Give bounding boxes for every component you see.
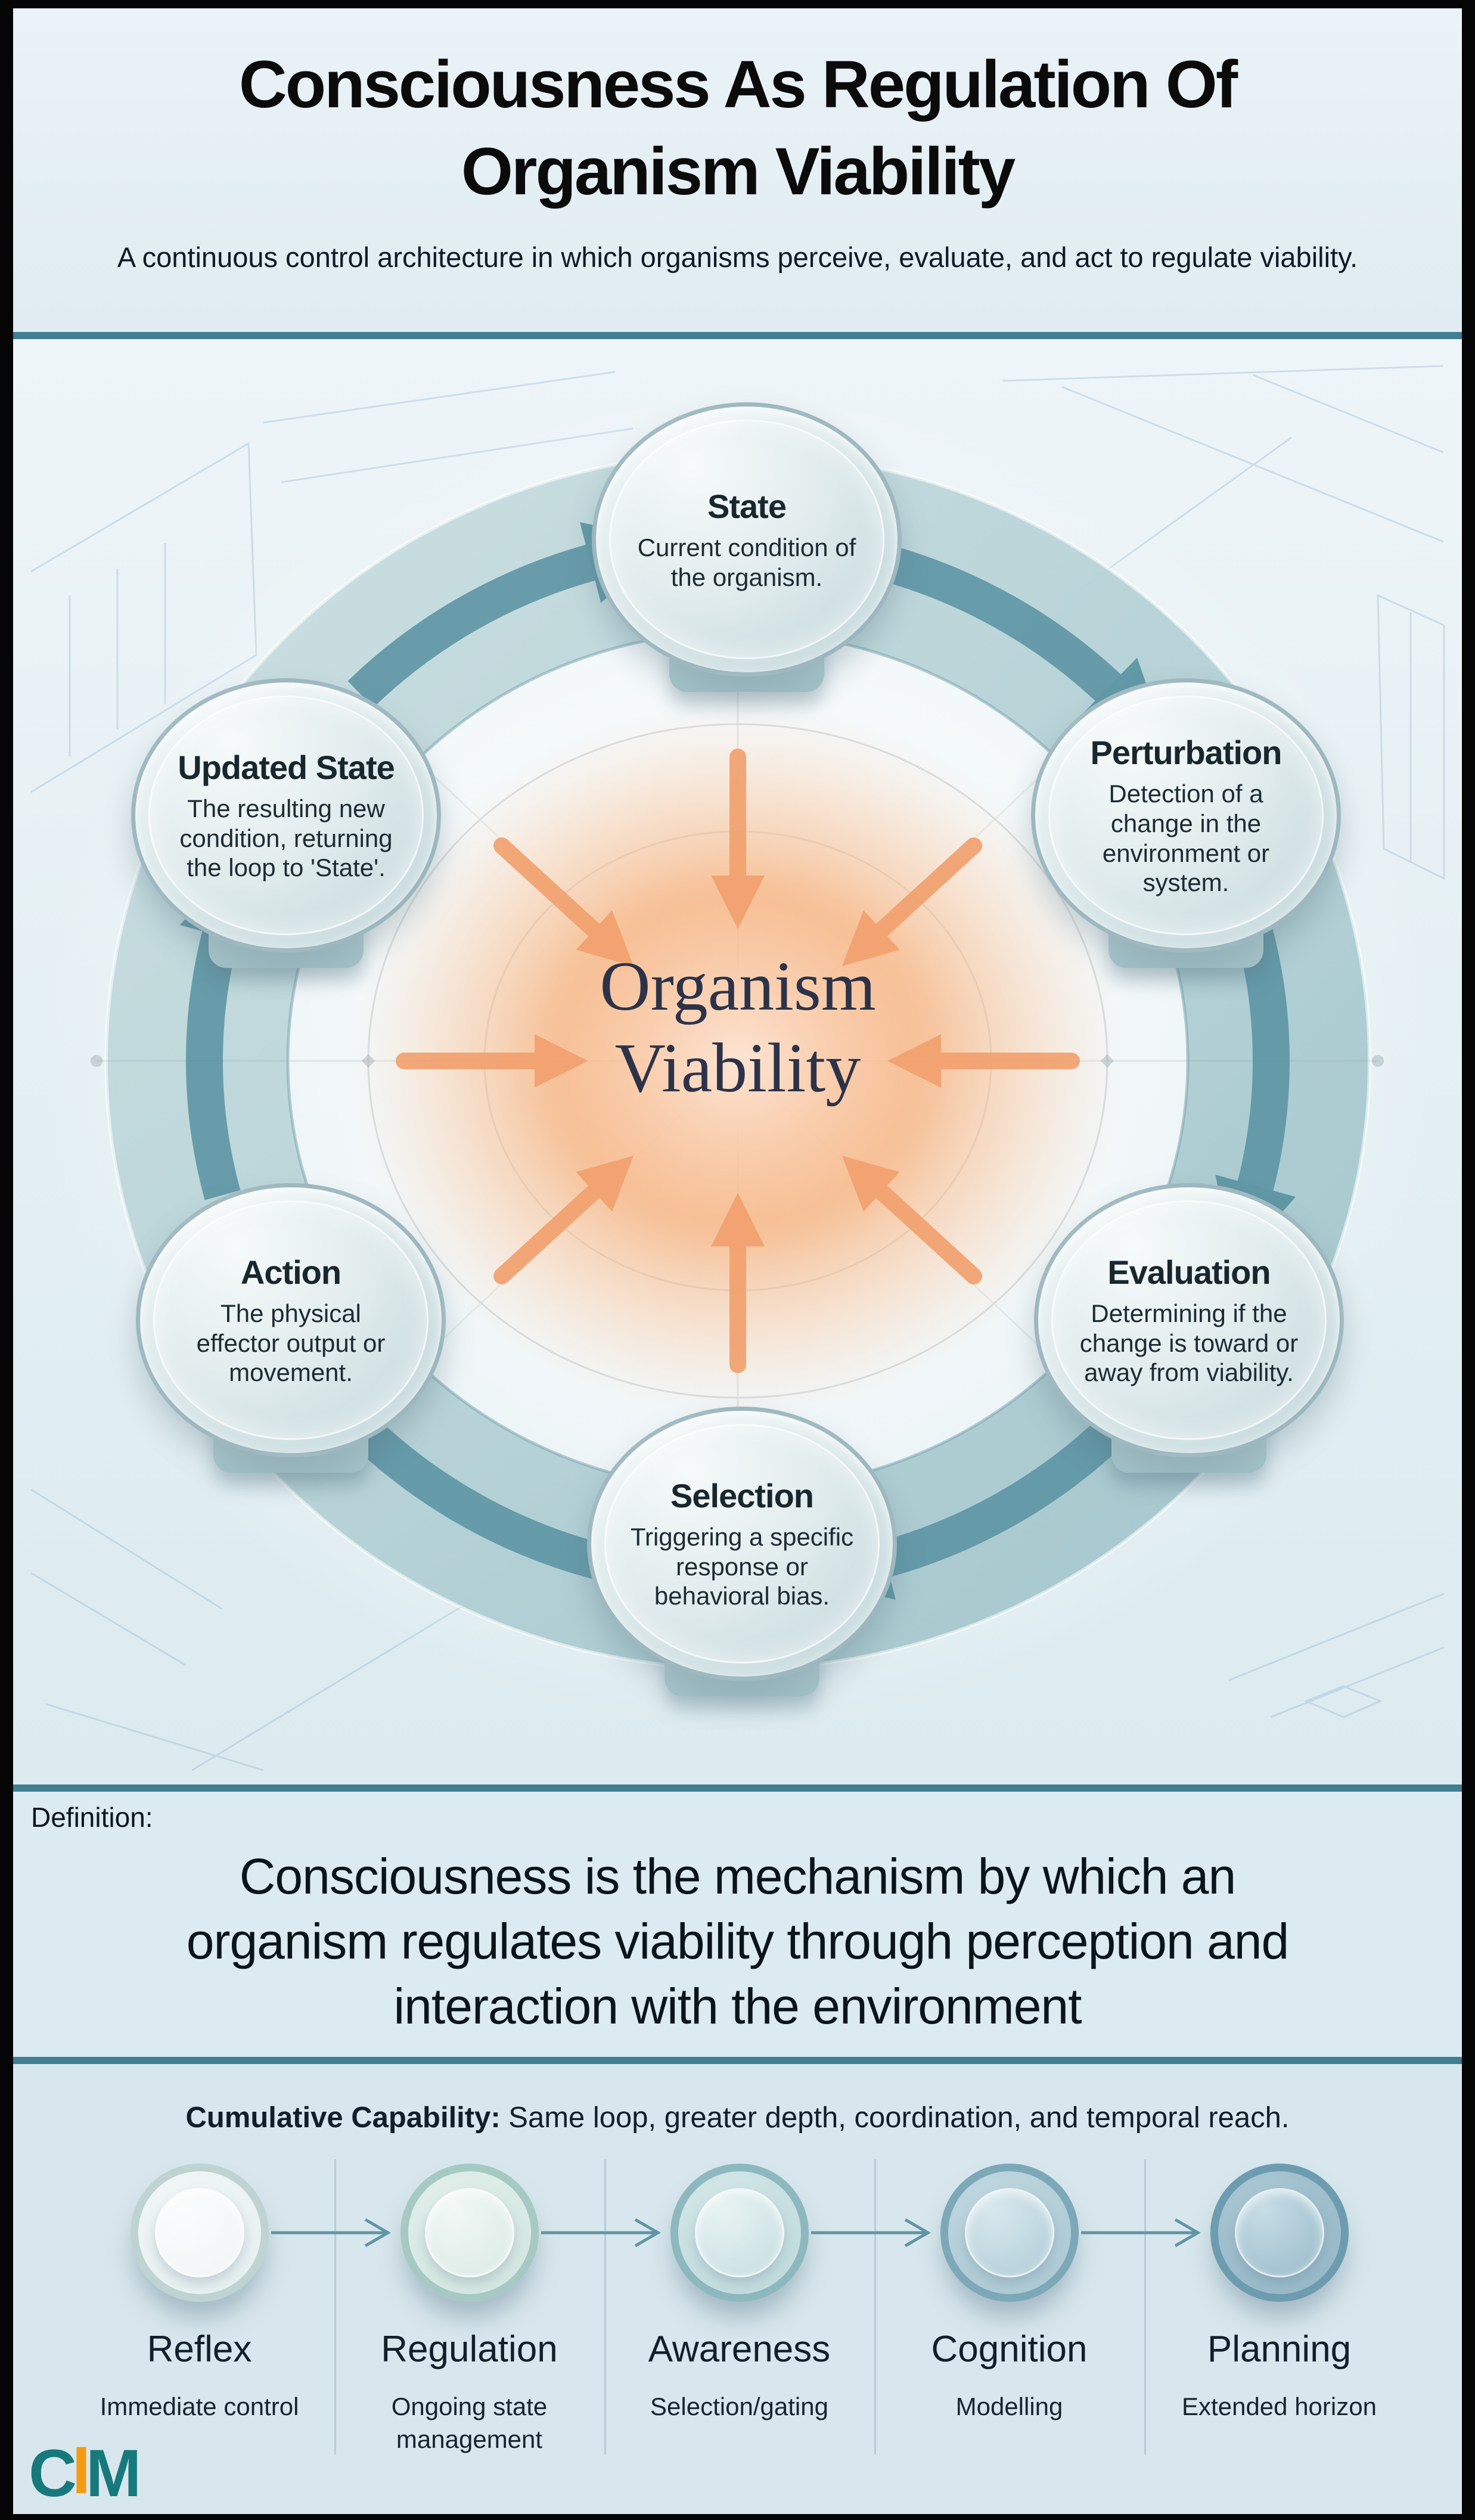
stage-sublabel: Modelling <box>955 2392 1063 2420</box>
node-desc: Current condition of the organism. <box>637 533 856 591</box>
stage-planning: Planning Extended horizon <box>1144 2164 1414 2456</box>
content-frame: Consciousness As Regulation Of Organism … <box>13 8 1462 2514</box>
node-title: State <box>707 487 787 525</box>
node-updated-state-disc: Updated State The resulting new conditio… <box>131 678 441 952</box>
section-divider <box>13 332 1462 339</box>
capabilities-heading-rest: Same loop, greater depth, coordination, … <box>500 2102 1290 2134</box>
node-selection: Selection Triggering a specific response… <box>587 1407 897 1696</box>
flow-arrow-updated-to-state <box>347 522 672 708</box>
stage-label: Reflex <box>147 2329 252 2370</box>
capabilities-section: Cumulative Capability: Same loop, greate… <box>13 2064 1462 2514</box>
node-desc: The resulting new condition, returning t… <box>179 795 393 882</box>
section-divider <box>13 1785 1462 1792</box>
flow-arrow-evaluation-to-selection <box>804 1414 1128 1600</box>
node-title: Selection <box>670 1477 814 1515</box>
stage-awareness: Awareness Selection/gating <box>604 2164 874 2456</box>
center-label-line-2: Viability <box>614 1028 861 1107</box>
flow-arrow-perturbation-to-evaluation <box>1215 921 1296 1267</box>
center-label: Organism Viability <box>470 946 1006 1109</box>
stage-sublabel: Ongoing state management <box>391 2392 548 2453</box>
definition-line-1: Consciousness is the mechanism by which … <box>239 1848 1236 1904</box>
node-desc: The physical effector output or movement… <box>196 1299 386 1387</box>
column-separator <box>334 2159 336 2454</box>
stage-sublabel: Extended horizon <box>1182 2392 1377 2420</box>
definition-section: Definition: Consciousness is the mechani… <box>13 1792 1462 2057</box>
node-perturbation: Perturbation Detection of a change in th… <box>1031 678 1341 968</box>
node-title: Action <box>240 1253 341 1292</box>
capabilities-heading-bold: Cumulative Capability: <box>185 2102 501 2134</box>
viability-loop-diagram: Organism Viability State Current conditi… <box>13 339 1462 1785</box>
column-separator <box>1144 2159 1146 2454</box>
node-action: Action The physical effector output or m… <box>136 1183 446 1473</box>
cim-logo: CIM <box>29 2433 141 2510</box>
stage-sublabel: Immediate control <box>100 2392 299 2420</box>
node-perturbation-disc: Perturbation Detection of a change in th… <box>1031 678 1341 952</box>
page-title-line-1: Consciousness As Regulation Of <box>238 47 1238 122</box>
stage-arrow-icon <box>1081 2218 1201 2248</box>
stage-label: Cognition <box>931 2329 1088 2370</box>
stage-circle-icon <box>400 2164 539 2302</box>
header: Consciousness As Regulation Of Organism … <box>13 8 1462 332</box>
capability-stages-row: Reflex Immediate control Regulation Ongo… <box>64 2164 1414 2456</box>
node-title: Perturbation <box>1090 734 1283 772</box>
stage-circle-icon <box>670 2164 809 2302</box>
definition-label: Definition: <box>31 1802 153 1833</box>
column-separator <box>604 2159 606 2454</box>
node-state-disc: State Current condition of the organism. <box>592 402 902 676</box>
inward-arrow-top-left <box>493 837 634 967</box>
stage-label: Planning <box>1207 2329 1352 2370</box>
stage-arrow-icon <box>541 2218 661 2248</box>
definition-line-3: interaction with the environment <box>393 1978 1082 2035</box>
flow-arrow-action-to-updated <box>179 855 260 1200</box>
stage-arrow-icon <box>811 2218 931 2248</box>
node-evaluation-disc: Evaluation Determining if the change is … <box>1034 1183 1344 1457</box>
node-desc: Triggering a specific response or behavi… <box>630 1523 854 1610</box>
node-desc: Determining if the change is toward or a… <box>1079 1299 1299 1387</box>
page-title: Consciousness As Regulation Of Organism … <box>13 41 1462 215</box>
node-action-disc: Action The physical effector output or m… <box>136 1183 446 1457</box>
stage-sublabel: Selection/gating <box>650 2392 828 2420</box>
inward-arrow-top-right <box>841 837 982 967</box>
page-title-line-2: Organism Viability <box>461 134 1016 209</box>
capabilities-heading: Cumulative Capability: Same loop, greate… <box>13 2101 1462 2134</box>
logo-letter-i: I <box>72 2433 91 2507</box>
stage-reflex: Reflex Immediate control <box>64 2164 334 2456</box>
node-title: Evaluation <box>1107 1253 1271 1292</box>
stage-label: Regulation <box>381 2329 558 2370</box>
definition-line-2: organism regulates viability through per… <box>186 1913 1289 1970</box>
stage-label: Awareness <box>648 2329 831 2370</box>
node-evaluation: Evaluation Determining if the change is … <box>1034 1183 1344 1473</box>
center-label-line-1: Organism <box>600 947 876 1025</box>
stage-regulation: Regulation Ongoing state management <box>334 2164 604 2456</box>
flow-arrows <box>179 522 1296 1600</box>
inward-arrow-bottom-left <box>493 1155 634 1284</box>
node-desc: Detection of a change in the environment… <box>1102 780 1270 897</box>
definition-text: Consciousness is the mechanism by which … <box>13 1792 1462 2040</box>
node-selection-disc: Selection Triggering a specific response… <box>587 1407 897 1681</box>
logo-letter-c: C <box>29 2436 77 2510</box>
stage-arrow-icon <box>271 2218 391 2248</box>
node-state: State Current condition of the organism. <box>592 402 902 692</box>
node-updated-state: Updated State The resulting new conditio… <box>131 678 441 968</box>
stage-circle-icon <box>940 2164 1079 2302</box>
stage-circle-icon <box>1210 2164 1349 2302</box>
flow-arrow-selection-to-action <box>308 1376 605 1580</box>
section-divider <box>13 2057 1462 2064</box>
center-white-core <box>541 882 934 1240</box>
inward-arrow-bottom-right <box>841 1155 982 1284</box>
logo-letter-m: M <box>86 2436 141 2510</box>
flow-arrow-state-to-perturbation <box>871 542 1168 746</box>
column-separator <box>874 2159 876 2454</box>
inward-arrows <box>396 749 1080 1373</box>
page-subtitle: A continuous control architecture in whi… <box>117 241 1358 274</box>
node-title: Updated State <box>178 749 395 787</box>
stage-circle-icon <box>130 2164 269 2302</box>
stage-cognition: Cognition Modelling <box>874 2164 1144 2456</box>
